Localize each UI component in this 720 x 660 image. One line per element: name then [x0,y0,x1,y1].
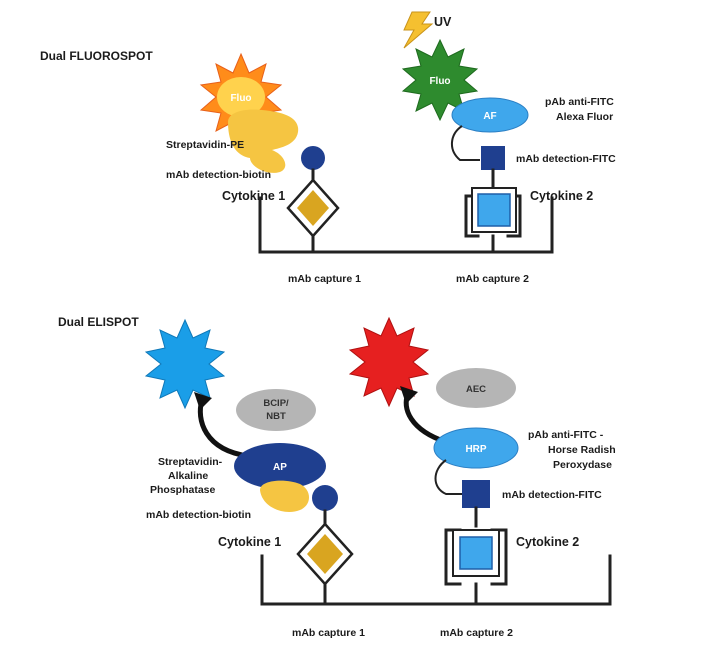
hrp-arrow-line [403,393,447,445]
elispot-biotin-dot [312,485,338,511]
strep-label-3: Phosphatase [150,484,216,496]
fluo-star-left-core [217,77,265,117]
elispot-pab-label-2: Horse Radish [548,444,616,456]
elispot-pab-label-1: pAb anti-FITC - [528,429,604,441]
elispot-capture1-label: mAb capture 1 [292,627,365,639]
hrp-label: HRP [465,444,486,455]
ap-ellipse [234,443,326,489]
elispot-title: Dual ELISPOT [58,315,139,329]
blue-spot-star [144,318,226,410]
lightning-icon [403,11,434,49]
elispot-cytokine2-square [459,536,493,570]
aec-label: AEC [466,384,486,395]
ap-arrow-head [194,392,212,410]
elispot-capture2-label: mAb capture 2 [440,627,513,639]
fluorospot-title: Dual FLUOROSPOT [40,49,153,63]
af-connector [451,125,480,161]
aec-ellipse [436,368,516,408]
streptavidin-pe-label: Streptavidin-PE [166,139,244,151]
elispot-cytokine2-label: Cytokine 2 [516,535,579,549]
mab-detection-fitc-label: mAb detection-FITC [516,153,616,165]
elispot-mab-fitc-label: mAb detection-FITC [502,489,602,501]
cytokine1-label: Cytokine 1 [222,189,285,203]
cytokine2-square [477,193,511,227]
elispot-capture-baseline [260,554,612,606]
fluorospot-panel: Dual FLUOROSPOT UV Fluo Streptavidin-PE … [40,11,616,285]
cytokine2-label: Cytokine 2 [530,189,593,203]
capture2-label: mAb capture 2 [456,273,529,285]
uv-label: UV [434,15,452,29]
elispot-panel: Dual ELISPOT BCIP/ NBT AP Streptavidin- … [58,315,616,639]
ap-label: AP [273,462,287,473]
strep-label-2: Alkaline [168,470,208,482]
fluo-star-right [401,38,479,122]
bcip-label-1: BCIP/ [263,398,289,409]
cytokine1-diamond [297,190,329,226]
elispot-fitc-square [462,480,490,508]
hrp-connector [434,459,462,495]
af-label: AF [483,111,496,122]
elispot-pab-label-3: Peroxydase [553,459,612,471]
red-spot-star [348,316,430,408]
fitc-square [481,146,505,170]
strep-label-1: Streptavidin- [158,456,223,468]
capture-baseline [258,196,554,254]
elispot-streptavidin-blob [260,480,309,512]
hrp-arrow-head [400,386,418,404]
af-ellipse [451,97,529,133]
elispot-cytokine1-label: Cytokine 1 [218,535,281,549]
capture1-label: mAb capture 1 [288,273,361,285]
elispot-mab-biotin-label: mAb detection-biotin [146,509,251,521]
hrp-ellipse [433,427,519,469]
fluo-right-label: Fluo [429,76,450,87]
alexa-fluor-label: Alexa Fluor [556,111,613,123]
streptavidin-pe-blob [228,109,299,173]
mab-detection-biotin-label: mAb detection-biotin [166,169,271,181]
bcip-label-2: NBT [266,411,286,422]
bcip-nbt-ellipse [236,389,316,431]
elispot-cytokine1-diamond [307,534,343,574]
fluo-left-label: Fluo [230,93,251,104]
biotin-dot [301,146,325,170]
pab-anti-fitc-label: pAb anti-FITC [545,96,614,108]
